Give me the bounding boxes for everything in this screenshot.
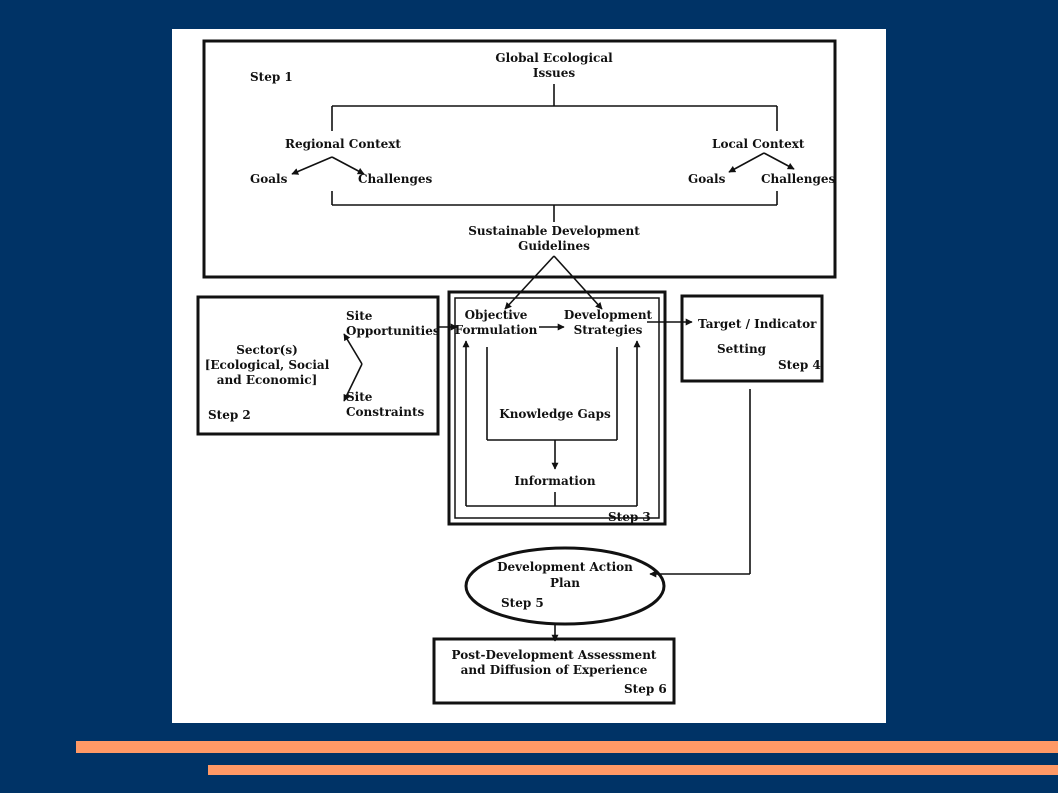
site-opportunities-line1: Site [346, 309, 373, 323]
regional-goals: Goals [250, 172, 288, 186]
accent-stripe-bottom [208, 765, 1058, 775]
site-constraints-line1: Site [346, 390, 373, 404]
step3-box [447, 290, 667, 526]
step6-label: Step 6 [624, 682, 667, 696]
step4-label: Step 4 [778, 358, 821, 372]
strategies-line1: Development [563, 308, 653, 322]
objective-line2: Formulation [454, 323, 538, 337]
local-challenges: Challenges [761, 172, 836, 186]
step4-box [680, 294, 824, 383]
step3-label: Step 3 [608, 510, 651, 524]
sectors-line2: [Ecological, Social [204, 358, 330, 372]
step1-label: Step 1 [250, 70, 293, 84]
guidelines-line2: Guidelines [518, 239, 590, 253]
regional-challenges: Challenges [358, 172, 433, 186]
site-constraints-line2: Constraints [346, 405, 425, 419]
site-opportunities-line2: Opportunities [346, 324, 440, 338]
local-goals: Goals [688, 172, 726, 186]
diagram-paper: Step 1 Global Ecological Issues Regional… [172, 29, 886, 723]
step3-inner-box [454, 297, 660, 519]
assessment-line1: Post-Development Assessment [451, 648, 657, 662]
assessment-line2: and Diffusion of Experience [460, 663, 648, 677]
sectors-line1: Sector(s) [236, 343, 298, 357]
target-indicator: Target / Indicator [698, 317, 817, 331]
setting: Setting [717, 342, 767, 356]
step5-label: Step 5 [501, 596, 544, 610]
connector-lines [291, 84, 795, 642]
knowledge-gaps: Knowledge Gaps [499, 407, 611, 421]
action-plan-line1: Development Action [497, 560, 633, 574]
global-issues-line1: Global Ecological [495, 51, 613, 65]
local-context: Local Context [712, 137, 805, 151]
step1-box [202, 39, 837, 279]
step2-box [196, 295, 440, 436]
strategies-line2: Strategies [573, 323, 643, 337]
information: Information [514, 474, 596, 488]
regional-context: Regional Context [285, 137, 401, 151]
guidelines-line1: Sustainable Development [468, 224, 640, 238]
global-issues-line2: Issues [532, 66, 576, 80]
step2-label: Step 2 [208, 408, 251, 422]
step5-ellipse [464, 546, 666, 626]
accent-stripe-top [76, 741, 1058, 753]
action-plan-line2: Plan [549, 576, 581, 590]
sectors-line3: and Economic] [216, 373, 318, 387]
objective-line1: Objective [464, 308, 528, 322]
flow-diagram [196, 39, 837, 705]
